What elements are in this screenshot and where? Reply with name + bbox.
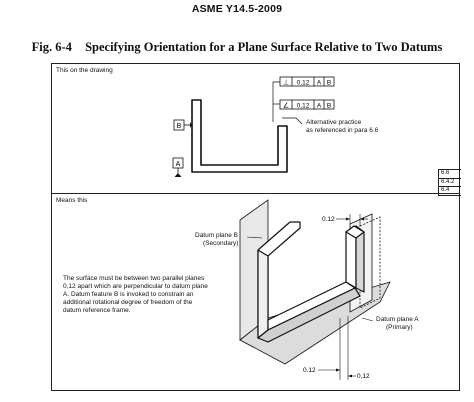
dim-bottom-left-text: 0.12 [303, 367, 316, 374]
dim-top-text: 0.12 [322, 216, 335, 223]
description-paragraph: The surface must be between two parallel… [63, 275, 208, 314]
dim-bottom-arrow-2 [348, 374, 352, 378]
fcf-primary-tolerance: 0,12 [297, 80, 310, 87]
alternative-note-line1: Alternative practice [306, 119, 362, 126]
datum-plane-b-leader [246, 236, 263, 239]
figure-frame [51, 63, 460, 391]
upper-panel-heading: This on the drawing [56, 67, 113, 74]
dim-arrow-right [360, 217, 364, 221]
channel-3d-drawing [257, 221, 365, 343]
datum-plane-a-sublabel: (Primary) [386, 324, 413, 331]
datum-plane-a-label: Datum plane A [376, 316, 419, 323]
perpendicularity-icon: ⊥ [283, 80, 289, 87]
fcf-alt-datum-b: B [327, 103, 331, 110]
fcf-primary-datum-b: B [327, 80, 331, 87]
figure-title: Fig. 6-4 Specifying Orientation for a Pl… [0, 40, 474, 55]
figure-number: Fig. 6-4 [31, 40, 72, 54]
datum-b-triangle [190, 122, 192, 128]
paragraph-reference-box: 6.6 6.4.2 6.4 [438, 169, 461, 196]
figure-caption: Specifying Orientation for a Plane Surfa… [85, 40, 443, 54]
datum-b-symbol [173, 119, 190, 131]
alternative-note-line2: as referenced in para 6.6 [306, 127, 379, 134]
feature-control-frame-alternative [279, 99, 335, 110]
fcf-alt-datum-a: A [317, 103, 322, 110]
dim-arrow-left [346, 217, 350, 221]
channel-section-drawing [191, 99, 288, 173]
dim-bottom-arrow-1 [336, 368, 340, 372]
lower-panel-heading: Means this [56, 197, 88, 204]
datum-a-letter: A [176, 161, 181, 168]
datum-plane-b-sublabel: (Secondary) [203, 240, 239, 247]
datum-a-symbol [172, 157, 184, 173]
note-leader [282, 117, 303, 125]
ref-item: 6.4 [439, 187, 461, 196]
ref-item: 6.6 [439, 169, 461, 179]
fcf-leaders [272, 81, 280, 122]
fcf-primary-datum-a: A [317, 80, 322, 87]
datum-b-letter: B [177, 123, 182, 130]
datum-plane-b-label: Datum plane B [195, 232, 238, 239]
dim-bottom-right-text: 0,12 [357, 373, 370, 380]
datum-a-triangle [174, 173, 182, 177]
standard-header: ASME Y14.5-2009 [191, 3, 283, 15]
fcf-alt-tolerance: 0,12 [297, 103, 310, 110]
feature-control-frame-primary [279, 76, 335, 87]
datum-plane-a-leader [361, 317, 374, 322]
ref-item: 6.4.2 [439, 179, 461, 187]
panel-divider [51, 193, 460, 194]
angularity-icon: ∠ [283, 102, 289, 110]
